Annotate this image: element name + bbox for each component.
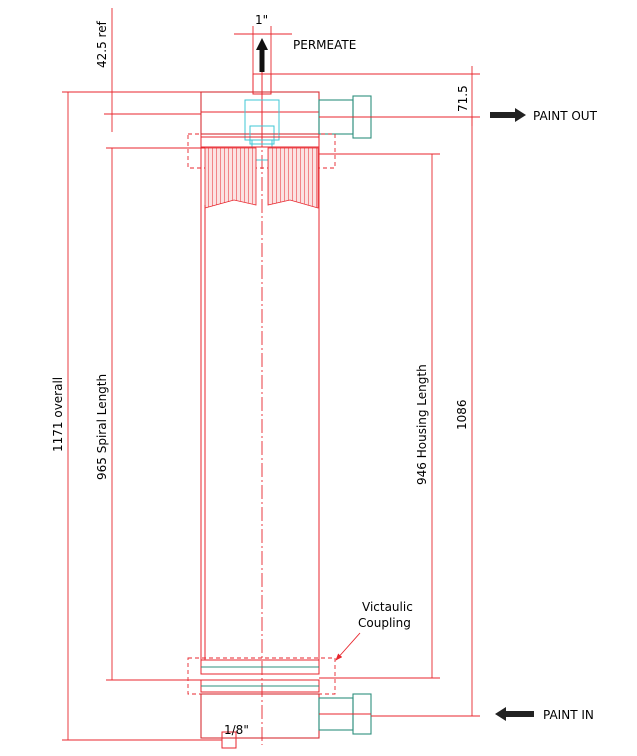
dim-946-label: 946 Housing Length bbox=[415, 364, 429, 485]
permeate-size-dimension bbox=[234, 26, 292, 76]
paint-in-arrow bbox=[495, 707, 534, 721]
permeate-size-label: 1" bbox=[255, 13, 268, 27]
paint-out-label: PAINT OUT bbox=[533, 109, 598, 123]
paint-out-arrow bbox=[490, 108, 526, 122]
paint-out-fitting bbox=[318, 95, 372, 139]
dim-42-5-ref bbox=[62, 8, 201, 132]
drain-size-label: 1/8" bbox=[224, 723, 249, 737]
dim-946-housing bbox=[319, 153, 440, 679]
dim-1086-label: 1086 bbox=[455, 399, 469, 430]
paint-in-fitting bbox=[318, 693, 372, 735]
housing-body bbox=[200, 134, 320, 660]
dim-42-5-label: 42.5 ref bbox=[95, 20, 109, 68]
victaulic-label-line2: Coupling bbox=[358, 616, 411, 630]
dim-965-spiral bbox=[106, 147, 205, 681]
dim-71-5 bbox=[271, 66, 480, 126]
dim-1086 bbox=[371, 117, 480, 717]
victaulic-label-line1: Victaulic bbox=[362, 600, 413, 614]
upper-coupling-box bbox=[187, 133, 336, 169]
dim-1171-label: 1171 overall bbox=[51, 377, 65, 452]
lower-coupling-box bbox=[187, 657, 336, 695]
permeate-label: PERMEATE bbox=[293, 38, 356, 52]
paint-in-label: PAINT IN bbox=[543, 708, 594, 722]
permeate-outlet bbox=[252, 38, 272, 140]
dim-71-5-label: 71.5 bbox=[456, 85, 470, 112]
bottom-end-cap bbox=[200, 693, 320, 739]
upper-spiral-end bbox=[200, 136, 320, 209]
lower-coupling-rings bbox=[200, 659, 320, 693]
top-end-cap bbox=[200, 91, 320, 145]
victaulic-leader bbox=[335, 632, 361, 661]
dim-1171-overall bbox=[62, 92, 222, 741]
dim-965-label: 965 Spiral Length bbox=[95, 374, 109, 480]
